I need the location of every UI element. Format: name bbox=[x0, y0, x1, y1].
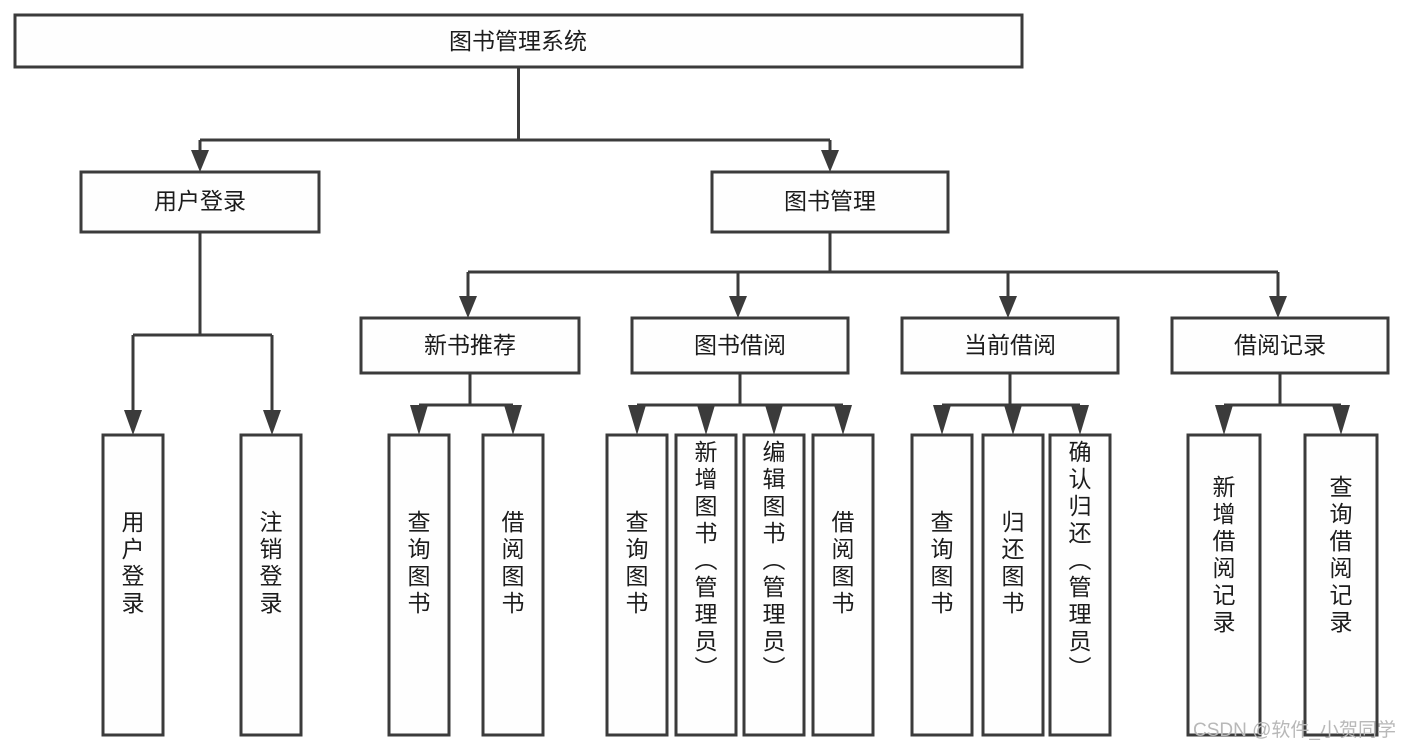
arrow-head-leaf-add-book-admin bbox=[697, 405, 715, 435]
node-leaf-confirm-return-admin[interactable]: 确认归还︵管理员︶ bbox=[1048, 433, 1112, 737]
arrow-head-leaf-user-login bbox=[124, 410, 142, 435]
node-leaf-logout-login-label: 注销登录 bbox=[260, 509, 283, 616]
arrow-head-leaf-query-book-2 bbox=[628, 405, 646, 435]
node-book-manage[interactable]: 图书管理 bbox=[710, 170, 950, 234]
node-leaf-query-book-2-label: 查询图书 bbox=[626, 509, 649, 616]
node-leaf-query-book-2-box[interactable] bbox=[605, 433, 669, 737]
node-borrow-record-label: 借阅记录 bbox=[1234, 332, 1326, 358]
node-leaf-query-book-3[interactable]: 查询图书 bbox=[910, 433, 974, 737]
node-current-borrow-box[interactable] bbox=[900, 316, 1120, 375]
node-user-login[interactable]: 用户登录 bbox=[79, 170, 321, 234]
node-new-book-recommend-label: 新书推荐 bbox=[424, 332, 516, 358]
node-leaf-query-borrow-record-label: 查询借阅记录 bbox=[1330, 474, 1353, 635]
node-current-borrow[interactable]: 当前借阅 bbox=[900, 316, 1120, 375]
node-leaf-return-book-label: 归还图书 bbox=[1002, 509, 1025, 616]
node-user-login-label: 用户登录 bbox=[154, 188, 246, 214]
node-leaf-borrow-book-1[interactable]: 借阅图书 bbox=[481, 433, 545, 737]
node-current-borrow-label: 当前借阅 bbox=[964, 332, 1056, 358]
node-leaf-add-borrow-record-box[interactable] bbox=[1186, 433, 1262, 737]
arrow-head-leaf-confirm-return-admin bbox=[1071, 405, 1089, 435]
node-root-label: 图书管理系统 bbox=[449, 28, 587, 54]
connector-layer bbox=[124, 67, 1350, 435]
node-user-login-box[interactable] bbox=[79, 170, 321, 234]
node-leaf-query-book-1-box[interactable] bbox=[387, 433, 451, 737]
node-leaf-user-login-label: 用户登录 bbox=[122, 509, 145, 616]
node-leaf-query-borrow-record-box[interactable] bbox=[1303, 433, 1379, 737]
arrow-head-leaf-borrow-book-2 bbox=[834, 405, 852, 435]
node-leaf-query-book-3-label: 查询图书 bbox=[931, 509, 954, 616]
node-leaf-return-book-box[interactable] bbox=[981, 433, 1045, 737]
node-leaf-query-book-2[interactable]: 查询图书 bbox=[605, 433, 669, 737]
arrow-head-borrow-record bbox=[1269, 296, 1287, 318]
arrow-head-leaf-query-borrow-record bbox=[1332, 405, 1350, 435]
arrow-head-leaf-borrow-book-1 bbox=[504, 405, 522, 435]
arrow-head-leaf-logout-login bbox=[263, 410, 281, 435]
node-leaf-borrow-book-2-label: 借阅图书 bbox=[832, 509, 855, 616]
node-leaf-add-book-admin-box[interactable] bbox=[674, 433, 738, 737]
node-leaf-query-book-1[interactable]: 查询图书 bbox=[387, 433, 451, 737]
node-leaf-borrow-book-2-box[interactable] bbox=[811, 433, 875, 737]
node-leaf-user-login-box[interactable] bbox=[101, 433, 165, 737]
node-leaf-query-book-1-label: 查询图书 bbox=[408, 509, 431, 616]
arrow-head-book-manage bbox=[821, 150, 839, 172]
node-leaf-borrow-book-2[interactable]: 借阅图书 bbox=[811, 433, 875, 737]
node-root-box[interactable] bbox=[13, 13, 1024, 69]
node-leaf-add-borrow-record-label: 新增借阅记录 bbox=[1213, 474, 1236, 635]
arrow-head-leaf-return-book bbox=[1004, 405, 1022, 435]
node-leaf-query-book-3-box[interactable] bbox=[910, 433, 974, 737]
arrow-head-leaf-edit-book-admin bbox=[765, 405, 783, 435]
node-leaf-confirm-return-admin-box[interactable] bbox=[1048, 433, 1112, 737]
node-book-borrow-label: 图书借阅 bbox=[694, 332, 786, 358]
node-leaf-query-borrow-record[interactable]: 查询借阅记录 bbox=[1303, 433, 1379, 737]
node-leaf-edit-book-admin[interactable]: 编辑图书︵管理员︶ bbox=[742, 433, 806, 737]
csdn-watermark: CSDN @软件_小贺同学 bbox=[1193, 719, 1396, 741]
node-borrow-record[interactable]: 借阅记录 bbox=[1170, 316, 1390, 375]
node-leaf-user-login[interactable]: 用户登录 bbox=[101, 433, 165, 737]
node-book-manage-box[interactable] bbox=[710, 170, 950, 234]
arrow-head-leaf-query-book-1 bbox=[410, 405, 428, 435]
node-leaf-add-borrow-record[interactable]: 新增借阅记录 bbox=[1186, 433, 1262, 737]
arrow-head-leaf-query-book-3 bbox=[933, 405, 951, 435]
arrow-head-new-book-recommend bbox=[459, 296, 477, 318]
node-leaf-borrow-book-1-label: 借阅图书 bbox=[502, 509, 525, 616]
node-leaf-confirm-return-admin-label: 确认归还︵管理员︶ bbox=[1069, 439, 1092, 681]
node-root[interactable]: 图书管理系统 bbox=[13, 13, 1024, 69]
node-leaf-edit-book-admin-box[interactable] bbox=[742, 433, 806, 737]
node-leaf-borrow-book-1-box[interactable] bbox=[481, 433, 545, 737]
node-borrow-record-box[interactable] bbox=[1170, 316, 1390, 375]
arrow-head-leaf-add-borrow-record bbox=[1215, 405, 1233, 435]
node-new-book-recommend-box[interactable] bbox=[359, 316, 581, 375]
node-leaf-return-book[interactable]: 归还图书 bbox=[981, 433, 1045, 737]
arrow-head-user-login bbox=[191, 150, 209, 172]
arrow-head-current-borrow bbox=[999, 296, 1017, 318]
node-book-manage-label: 图书管理 bbox=[784, 188, 876, 214]
node-book-borrow-box[interactable] bbox=[630, 316, 850, 375]
node-leaf-add-book-admin[interactable]: 新增图书︵管理员︶ bbox=[674, 433, 738, 737]
node-leaf-logout-login-box[interactable] bbox=[239, 433, 303, 737]
node-new-book-recommend[interactable]: 新书推荐 bbox=[359, 316, 581, 375]
node-leaf-logout-login[interactable]: 注销登录 bbox=[239, 433, 303, 737]
node-book-borrow[interactable]: 图书借阅 bbox=[630, 316, 850, 375]
node-leaf-add-book-admin-label: 新增图书︵管理员︶ bbox=[695, 439, 718, 681]
node-leaf-edit-book-admin-label: 编辑图书︵管理员︶ bbox=[763, 439, 786, 681]
arrow-head-book-borrow bbox=[729, 296, 747, 318]
